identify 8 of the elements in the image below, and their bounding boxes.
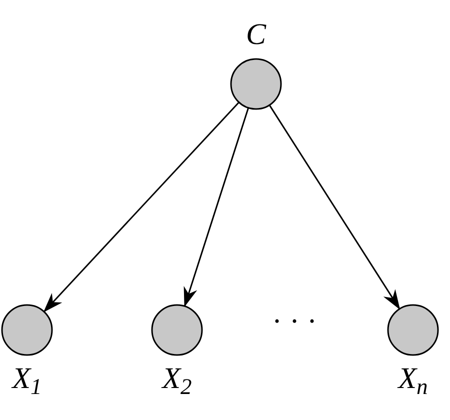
arrow xyxy=(184,108,250,308)
node-label: X$_{1}$ xyxy=(12,362,42,396)
ellipsis-dots: · · · xyxy=(272,305,317,339)
arrow xyxy=(268,104,400,310)
node-label: X$_{2}$ xyxy=(162,362,192,396)
node-label: X$_{n}$ xyxy=(398,362,428,396)
node-label: C xyxy=(246,18,266,52)
arrow xyxy=(43,102,240,312)
